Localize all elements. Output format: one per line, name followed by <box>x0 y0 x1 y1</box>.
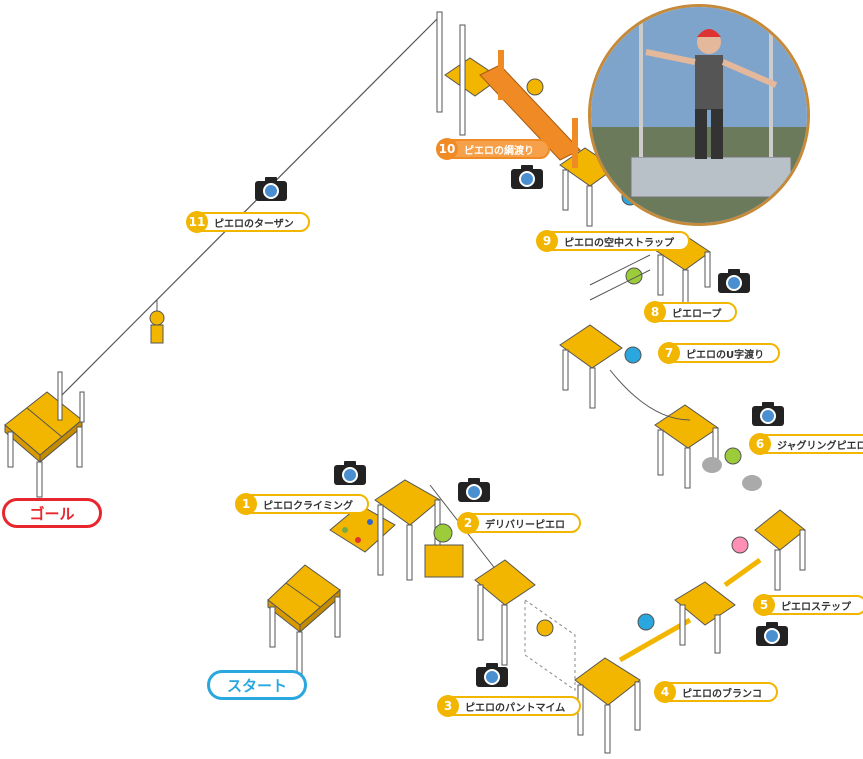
station-5-structure <box>674 509 806 654</box>
station-name: ピエロのターザン <box>214 218 294 230</box>
camera-icon <box>756 622 788 646</box>
station-name: ピエロの空中ストラップ <box>564 237 674 249</box>
station-name: ピエロープ <box>672 308 722 320</box>
station-name: ジャグリングピエロ <box>777 440 863 452</box>
station-name: ピエロのパントマイム <box>465 702 566 714</box>
station-number: 8 <box>644 301 666 323</box>
zipline-cable <box>61 17 439 396</box>
course-photo <box>588 4 810 226</box>
station-number: 2 <box>457 512 479 534</box>
camera-icon <box>511 165 543 189</box>
station-label-4[interactable]: 4 ピエロのブランコ <box>654 681 778 703</box>
station-2-basket <box>424 484 501 578</box>
goal-badge: ゴール <box>2 498 102 528</box>
camera-icon <box>718 269 750 293</box>
camera-icon <box>334 461 366 485</box>
camera-icon <box>476 663 508 687</box>
station-number: 11 <box>186 211 208 233</box>
station-label-8[interactable]: 8 ピエロープ <box>644 301 738 323</box>
station-name: ピエロクライミング <box>263 500 353 512</box>
station-6-structure <box>654 404 762 491</box>
station-label-1[interactable]: 1 ピエロクライミング <box>235 493 369 515</box>
station-label-6[interactable]: 6 ジャグリングピエロ <box>749 433 863 455</box>
station-number: 7 <box>658 342 680 364</box>
station-label-7[interactable]: 7 ピエロのU字渡り <box>658 342 781 364</box>
station-label-10[interactable]: 10 ピエロの綱渡り <box>436 138 550 160</box>
station-label-11[interactable]: 11 ピエロのターザン <box>186 211 310 233</box>
zipline-rider <box>149 300 165 344</box>
station-label-5[interactable]: 5 ピエロステップ <box>753 594 863 616</box>
station-number: 10 <box>436 138 458 160</box>
station-label-9[interactable]: 9 ピエロの空中ストラップ <box>536 230 690 252</box>
station-number: 9 <box>536 230 558 252</box>
station-name: デリバリーピエロ <box>485 519 565 531</box>
start-platform <box>267 564 341 678</box>
station-label-2[interactable]: 2 デリバリーピエロ <box>457 512 581 534</box>
photo-illustration <box>591 7 807 223</box>
station-number: 3 <box>437 695 459 717</box>
station-name: ピエロの綱渡り <box>464 145 534 157</box>
station-number: 5 <box>753 594 775 616</box>
goal-platform <box>4 371 85 498</box>
station-number: 6 <box>749 433 771 455</box>
station-label-3[interactable]: 3 ピエロのパントマイム <box>437 695 582 717</box>
station-number: 4 <box>654 681 676 703</box>
station-number: 1 <box>235 493 257 515</box>
start-badge: スタート <box>207 670 307 700</box>
camera-icon <box>458 478 490 502</box>
station-4-structure <box>574 613 692 754</box>
station-name: ピエロのブランコ <box>682 688 762 700</box>
station-name: ピエロのU字渡り <box>686 349 765 361</box>
camera-icon <box>255 177 287 201</box>
station-name: ピエロステップ <box>781 601 851 613</box>
station-7-structure <box>559 324 691 421</box>
station-3-structure <box>474 559 576 691</box>
station-1-structure <box>329 479 441 581</box>
camera-icon <box>752 402 784 426</box>
